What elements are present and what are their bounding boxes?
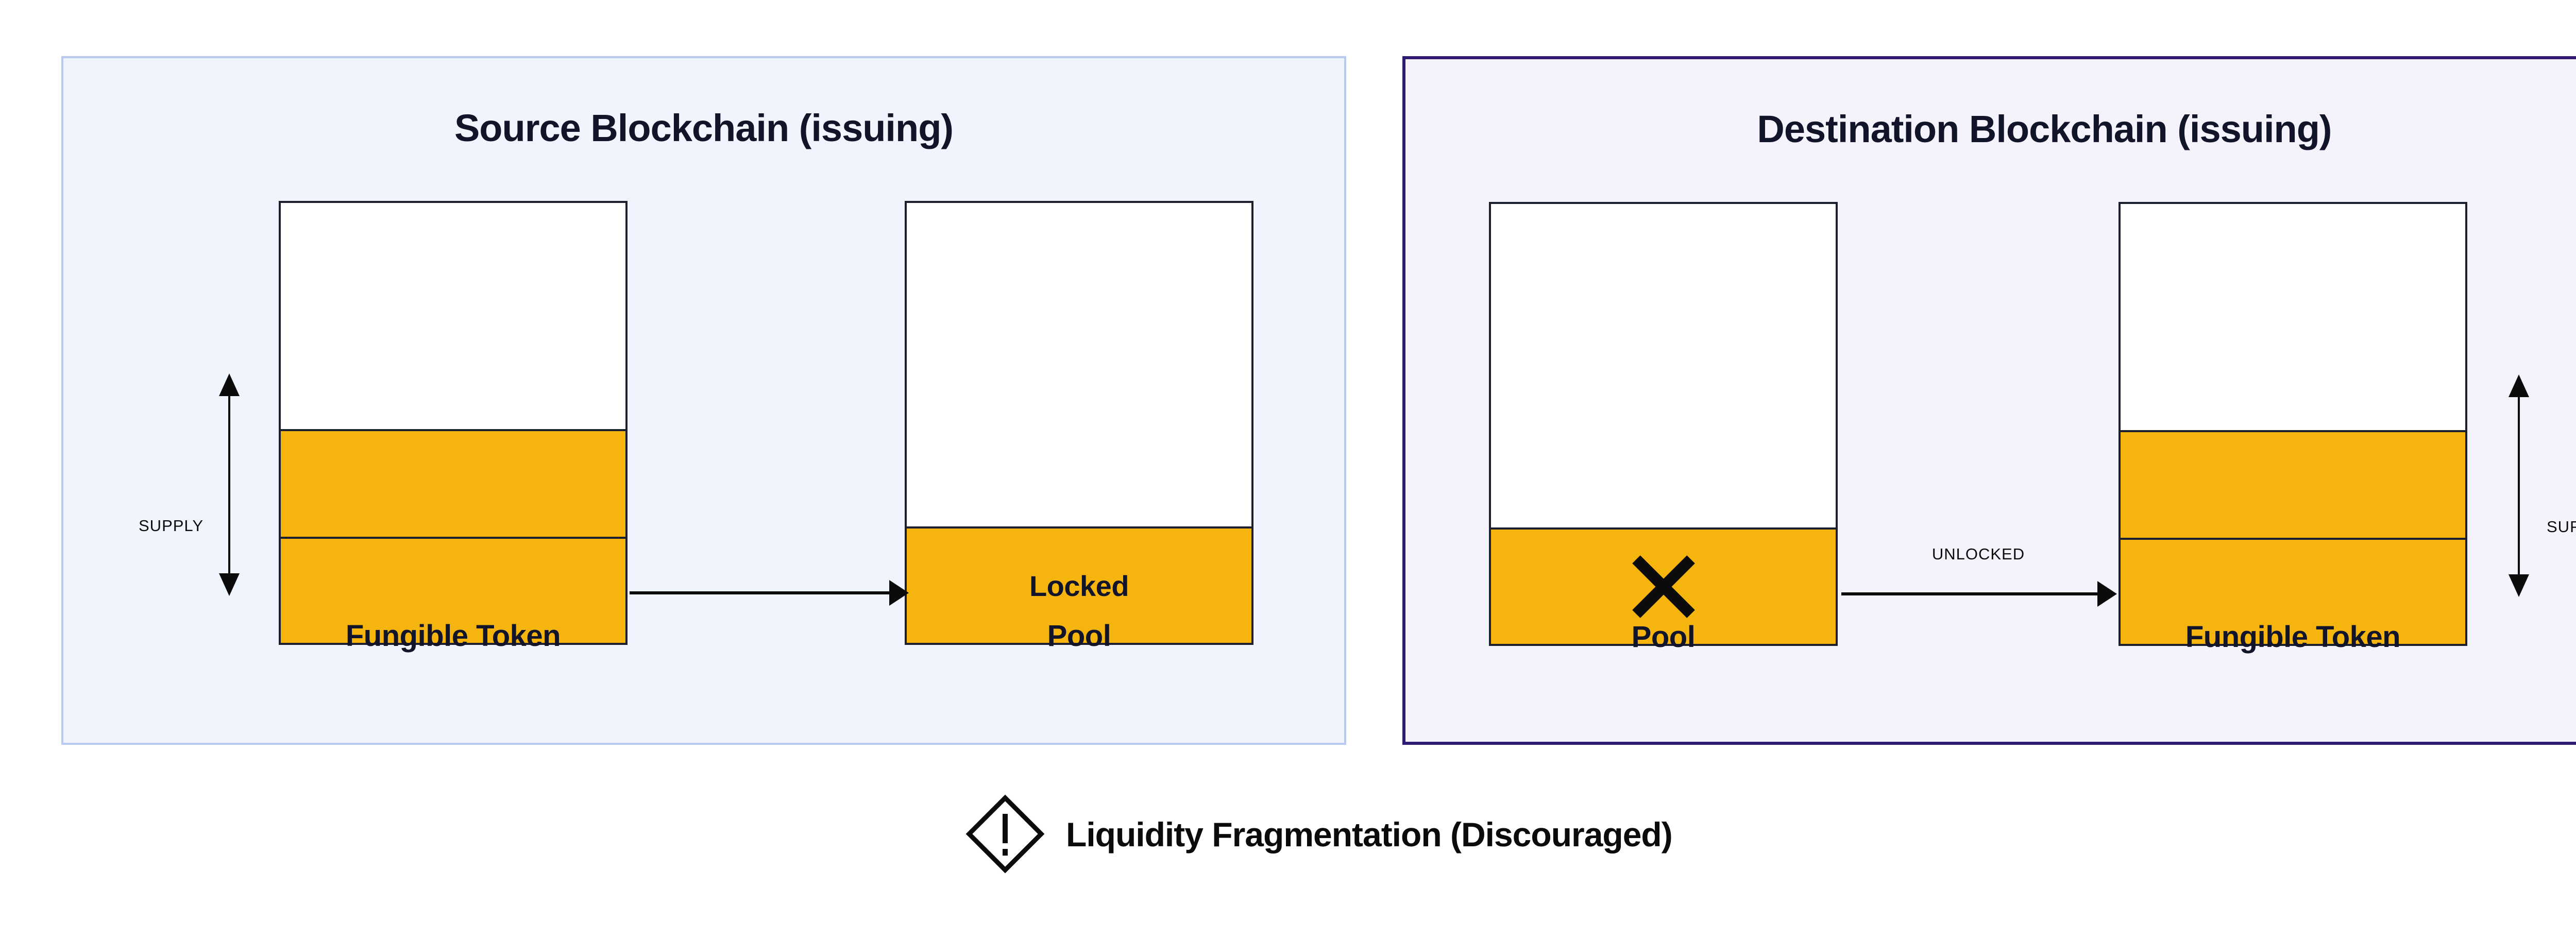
supply-arrow-line bbox=[2518, 389, 2520, 583]
exclamation-icon-bar bbox=[1003, 814, 1008, 843]
source-pool-bar: Locked bbox=[905, 201, 1253, 645]
bar-empty-segment bbox=[2121, 204, 2465, 430]
bar-empty-segment bbox=[907, 203, 1251, 526]
fungible-token-label: Fungible Token bbox=[2185, 620, 2401, 654]
bar-empty-segment bbox=[281, 203, 625, 429]
locked-label: Locked bbox=[1029, 569, 1129, 602]
source-panel-title: Source Blockchain (issuing) bbox=[454, 107, 954, 149]
pool-label: Pool bbox=[1047, 619, 1111, 653]
lock-flow-arrow bbox=[630, 591, 890, 594]
source-blockchain-panel: Source Blockchain (issuing) Locked SUPPL… bbox=[61, 56, 1346, 745]
x-mark-icon bbox=[1625, 548, 1702, 625]
supply-label: SUPPLY bbox=[2547, 518, 2576, 536]
pool-label: Pool bbox=[1631, 620, 1696, 654]
destination-fungible-token-bar bbox=[2119, 202, 2467, 646]
supply-range-arrow bbox=[2509, 374, 2529, 597]
bar-crossed-segment bbox=[1491, 527, 1836, 644]
bar-supply-segment-bottom bbox=[281, 537, 625, 643]
supply-label: SUPPLY bbox=[139, 517, 204, 535]
destination-blockchain-panel: Destination Blockchain (issuing) UNLOCKE… bbox=[1402, 56, 2576, 745]
destination-panel-title: Destination Blockchain (issuing) bbox=[1757, 108, 2332, 150]
unlock-flow-arrow bbox=[1841, 592, 2098, 595]
bar-supply-segment-top bbox=[2121, 430, 2465, 538]
bar-supply-segment-bottom bbox=[2121, 538, 2465, 644]
bar-locked-segment: Locked bbox=[907, 526, 1251, 643]
bar-empty-segment bbox=[1491, 204, 1836, 527]
caption-text: Liquidity Fragmentation (Discouraged) bbox=[1066, 815, 1673, 854]
bar-supply-segment-top bbox=[281, 429, 625, 537]
supply-arrow-line bbox=[228, 388, 230, 582]
exclamation-icon-dot bbox=[1003, 849, 1008, 856]
supply-range-arrow bbox=[219, 373, 240, 596]
source-fungible-token-bar bbox=[279, 201, 628, 645]
fungible-token-label: Fungible Token bbox=[345, 619, 561, 653]
unlocked-label: UNLOCKED bbox=[1931, 545, 2025, 563]
destination-pool-bar bbox=[1489, 202, 1838, 646]
